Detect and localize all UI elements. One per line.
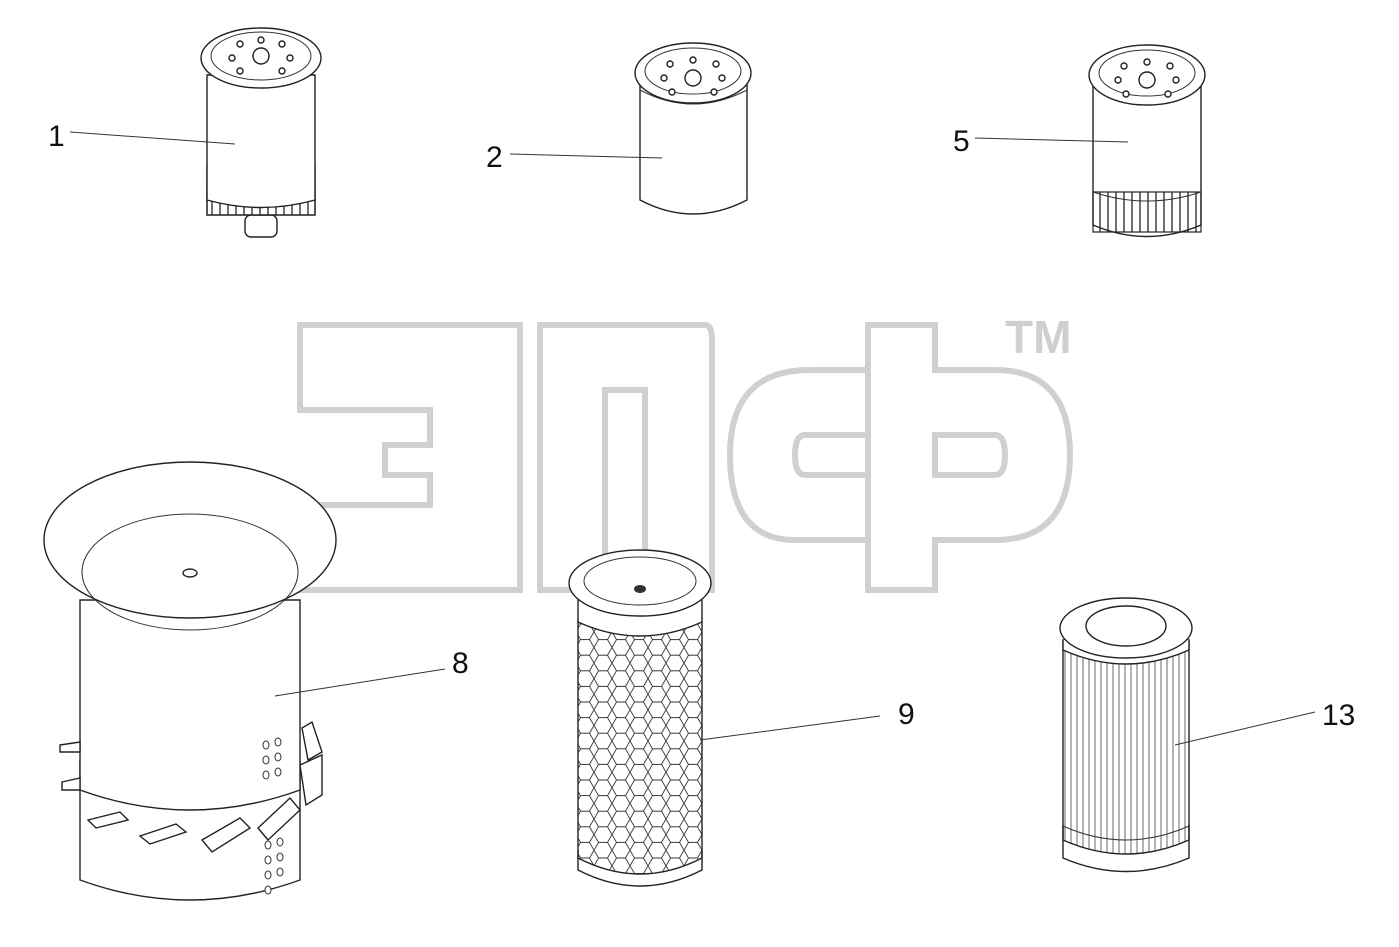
watermark-logo <box>297 322 1074 593</box>
fuel-filter-with-bowl-icon <box>200 27 322 238</box>
callout-2: 2 <box>486 141 503 174</box>
mesh-air-filter-element-icon <box>568 549 712 887</box>
cyclone-precleaner-icon <box>43 461 337 901</box>
callout-1: 1 <box>48 120 65 153</box>
leader-line-9 <box>699 715 881 741</box>
spin-on-filter-icon <box>634 42 752 215</box>
leader-line-5 <box>974 137 1129 143</box>
leader-line-13 <box>1174 711 1316 746</box>
leader-line-8 <box>274 668 446 697</box>
callout-5: 5 <box>953 125 970 158</box>
leader-line-2 <box>509 153 663 159</box>
ribbed-spin-on-filter-icon <box>1088 44 1206 238</box>
callout-8: 8 <box>452 647 469 680</box>
pleated-hydraulic-filter-icon <box>1059 597 1193 873</box>
leader-line-1 <box>69 131 236 145</box>
trademark-label: TM <box>1005 311 1071 363</box>
callout-13: 13 <box>1322 699 1355 732</box>
callout-9: 9 <box>898 698 915 731</box>
